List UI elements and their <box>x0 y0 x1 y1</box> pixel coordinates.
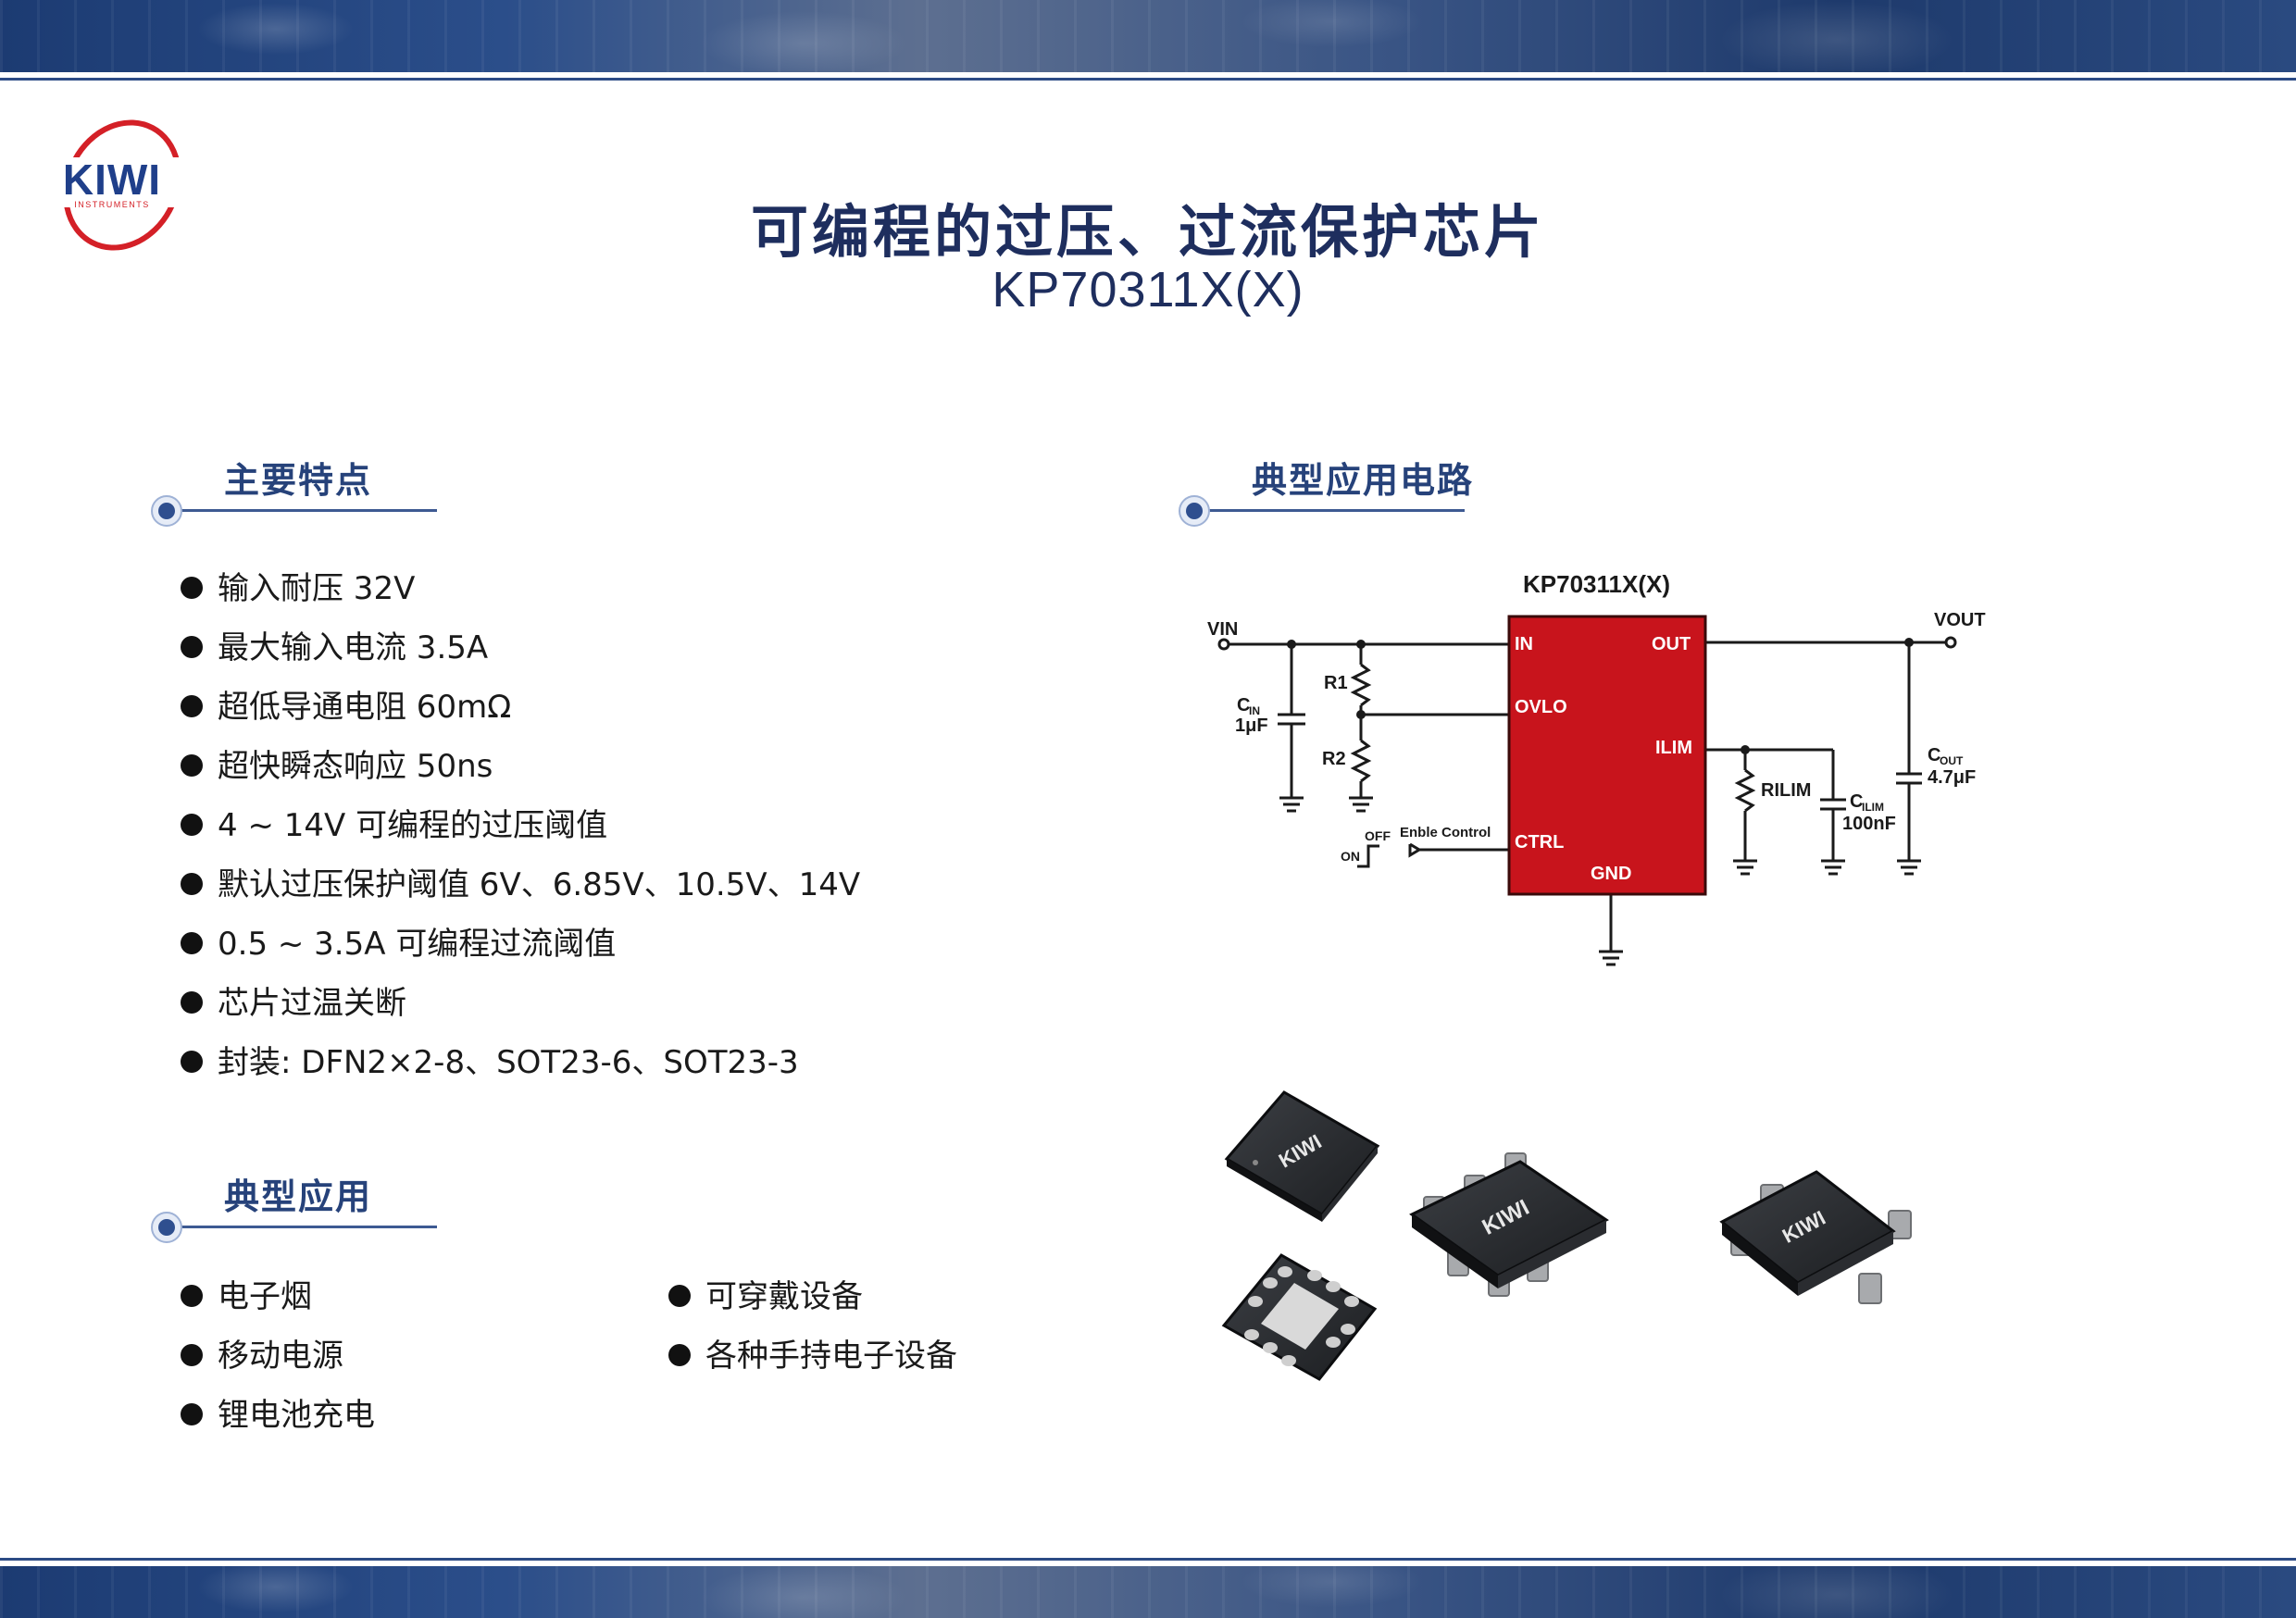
application-item: 锂电池充电 <box>181 1391 375 1450</box>
application-item: 电子烟 <box>181 1273 375 1332</box>
features-heading: 主要特点 <box>150 452 465 535</box>
bullet-icon <box>181 635 203 658</box>
circuit-heading-label: 典型应用电路 <box>1252 460 1475 501</box>
applications-heading: 典型应用 <box>150 1168 465 1251</box>
cout-subscript: OUT <box>1940 754 1964 767</box>
enable-control-label: Enble Control <box>1400 825 1491 840</box>
top-banner <box>0 0 2296 72</box>
bullet-icon <box>181 576 203 599</box>
cout-value: 4.7μF <box>1928 767 1976 788</box>
feature-item: 超低导通电阻 60mΩ <box>181 683 860 742</box>
features-heading-label: 主要特点 <box>224 460 373 501</box>
feature-item: 最大输入电流 3.5A <box>181 624 860 683</box>
pin-out-label: OUT <box>1652 634 1691 654</box>
vout-label: VOUT <box>1934 610 1986 630</box>
bullet-icon <box>181 1284 203 1307</box>
bullet-icon <box>181 694 203 717</box>
heading-dot-icon <box>151 1212 182 1243</box>
cin-value: 1μF <box>1235 716 1268 736</box>
feature-item: 4 ~ 14V 可编程的过压阈值 <box>181 802 860 861</box>
bullet-icon <box>181 1343 203 1366</box>
cilim-subscript: ILIM <box>1862 801 1884 814</box>
chip-body <box>1507 615 1707 896</box>
vin-label: VIN <box>1207 619 1238 640</box>
sot23-3-package-image: KIWI <box>1719 1170 1912 1304</box>
bullet-icon <box>181 872 203 895</box>
chip-title-label: KP70311X(X) <box>1523 570 1670 598</box>
application-item: 移动电源 <box>181 1332 375 1391</box>
cout-label: C <box>1928 745 1940 765</box>
cilim-label: C <box>1850 791 1863 812</box>
cilim-value: 100nF <box>1842 814 1896 834</box>
application-circuit-diagram: KP70311X(X) VIN VOUT R1 R2 C IN 1μF C OU… <box>1207 570 1986 966</box>
heading-dot-icon <box>1179 495 1210 527</box>
sot23-6-package-image: KIWI <box>1409 1152 1609 1297</box>
pin-ilim-label: ILIM <box>1655 738 1692 758</box>
heading-underline <box>1205 509 1465 512</box>
feature-item: 芯片过温关断 <box>181 979 860 1039</box>
application-item: 可穿戴设备 <box>668 1273 957 1332</box>
r2-label: R2 <box>1322 749 1346 769</box>
application-item: 各种手持电子设备 <box>668 1332 957 1391</box>
dfn-package-top-image: KIWI <box>1224 1090 1380 1222</box>
pin-gnd-label: GND <box>1591 864 1631 884</box>
page-title: 可编程的过压、过流保护芯片 <box>750 198 1545 266</box>
pin-ovlo-label: OVLO <box>1515 697 1567 717</box>
heading-dot-icon <box>151 495 182 527</box>
bullet-icon <box>181 1050 203 1073</box>
feature-item: 超快瞬态响应 50ns <box>181 742 860 802</box>
switch-off-label: OFF <box>1365 828 1391 843</box>
feature-item: 封装: DFN2×2-8、SOT23-6、SOT23-3 <box>181 1039 860 1098</box>
logo-subtext: INSTRUMENTS <box>74 200 150 209</box>
circuit-heading: 典型应用电路 <box>1178 452 1492 535</box>
bottom-banner <box>0 1566 2296 1618</box>
kiwi-logo: KIWI INSTRUMENTS <box>33 119 191 251</box>
bullet-icon <box>181 753 203 777</box>
bullet-icon <box>181 931 203 954</box>
bullet-icon <box>181 1402 203 1425</box>
bullet-icon <box>181 813 203 836</box>
feature-item: 0.5 ~ 3.5A 可编程过流阈值 <box>181 920 860 979</box>
r1-label: R1 <box>1324 673 1348 693</box>
feature-item: 输入耐压 32V <box>181 565 860 624</box>
feature-item: 默认过压保护阈值 6V、6.85V、10.5V、14V <box>181 861 860 920</box>
logo-text: KIWI <box>63 156 161 204</box>
heading-underline <box>178 509 437 512</box>
top-divider <box>0 78 2296 81</box>
pin-ctrl-label: CTRL <box>1515 832 1564 853</box>
bottom-divider <box>0 1558 2296 1561</box>
cin-label: C <box>1237 695 1250 716</box>
applications-list-right: 可穿戴设备 各种手持电子设备 <box>668 1273 957 1391</box>
dfn-package-bottom-image <box>1221 1253 1378 1381</box>
bullet-icon <box>181 990 203 1014</box>
pin-in-label: IN <box>1515 634 1533 654</box>
bullet-icon <box>668 1284 691 1307</box>
bullet-icon <box>668 1343 691 1366</box>
applications-list-left: 电子烟 移动电源 锂电池充电 <box>181 1273 375 1450</box>
package-images: KIWI KIWI KIW <box>1221 1090 1912 1381</box>
heading-underline <box>178 1226 437 1228</box>
switch-on-label: ON <box>1341 849 1360 864</box>
cin-subscript: IN <box>1249 704 1260 717</box>
applications-heading-label: 典型应用 <box>224 1176 373 1217</box>
features-list: 输入耐压 32V 最大输入电流 3.5A 超低导通电阻 60mΩ 超快瞬态响应 … <box>181 565 860 1098</box>
rilim-label: RILIM <box>1761 780 1811 801</box>
part-number: KP70311X(X) <box>992 262 1304 317</box>
